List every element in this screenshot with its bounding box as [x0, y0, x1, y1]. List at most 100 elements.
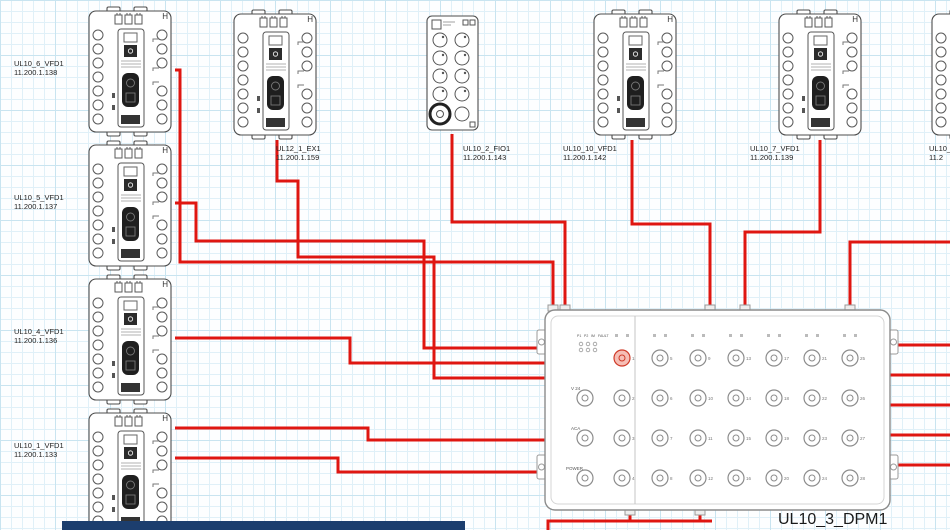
dpm-side-label: V 24 — [571, 386, 581, 391]
device-module-ul10_4_vfd1[interactable]: H — [85, 273, 175, 406]
device-module-ul10_10_vfd1[interactable]: H — [590, 8, 680, 141]
dpm-port-8[interactable]: 8 — [651, 469, 673, 487]
dpm-port-16[interactable]: 16 — [727, 469, 752, 487]
device-name: UL10_ — [929, 144, 950, 153]
dpm-port-23[interactable]: 23 — [803, 429, 828, 447]
svg-text:20: 20 — [784, 476, 790, 481]
dpm-port-5[interactable]: 5 — [651, 349, 673, 367]
svg-text:13: 13 — [746, 356, 752, 361]
module-h-label: H — [667, 15, 673, 24]
dpm-port-13[interactable]: 13 — [727, 349, 752, 367]
svg-text:21: 21 — [822, 356, 828, 361]
svg-text:3: 3 — [632, 436, 635, 441]
dpm-side-label: POWER — [566, 466, 584, 471]
dpm-port[interactable] — [576, 389, 594, 407]
dpm-port-15[interactable]: 15 — [727, 429, 752, 447]
device-name: UL12_1_EX1 — [276, 144, 321, 153]
dpm-port-4[interactable]: 4 — [613, 469, 635, 487]
cable-1[interactable] — [175, 201, 546, 350]
device-label-ul10_2_fio1: UL10_2_FIO1 11.200.1.143 — [463, 144, 510, 162]
module-art — [928, 8, 950, 141]
dpm-port-27[interactable]: 27 — [841, 429, 866, 447]
module-art — [775, 8, 865, 141]
dpm-port-10[interactable]: 10 — [689, 389, 714, 407]
svg-text:7: 7 — [670, 436, 673, 441]
device-ip: 11.200.1.143 — [463, 153, 507, 162]
device-ip: 11.200.1.138 — [14, 68, 58, 77]
svg-text:6: 6 — [670, 396, 673, 401]
device-name: UL10_4_VFD1 — [14, 327, 64, 336]
dpm-port[interactable] — [576, 429, 594, 447]
module-h-label: H — [162, 12, 168, 21]
device-name: UL10_10_VFD1 — [563, 144, 617, 153]
cable-9[interactable] — [848, 240, 950, 311]
dpm-port-11[interactable]: 11 — [689, 429, 713, 447]
device-module-ul10_5_vfd1[interactable]: H — [85, 139, 175, 272]
dpm-led-label: IM — [591, 334, 595, 338]
dpm-port-21[interactable]: 21 — [803, 349, 828, 367]
svg-text:12: 12 — [708, 476, 714, 481]
svg-text:15: 15 — [746, 436, 752, 441]
device-label-ul12_1_ex1: UL12_1_EX1 11.200.1.159 — [276, 144, 321, 162]
dpm-port-12[interactable]: 12 — [689, 469, 714, 487]
dpm-port-6[interactable]: 6 — [651, 389, 673, 407]
cable-17[interactable] — [546, 519, 712, 530]
dpm-led-label: P2 — [584, 334, 588, 338]
device-module-ul10-right[interactable] — [928, 8, 950, 141]
dpm-port-3[interactable]: 3 — [613, 429, 635, 447]
dpm-port-14[interactable]: 14 — [727, 389, 752, 407]
dpm-port-18[interactable]: 18 — [765, 389, 790, 407]
dpm-port-2[interactable]: 2 — [613, 389, 635, 407]
svg-text:24: 24 — [822, 476, 828, 481]
device-label-ul10_5_vfd1: UL10_5_VFD1 11.200.1.137 — [14, 193, 64, 211]
cable-2[interactable] — [175, 336, 546, 365]
cable-8[interactable] — [743, 140, 822, 311]
cable-3[interactable] — [175, 426, 546, 442]
device-ip: 11.2 — [929, 153, 944, 162]
device-name: UL10_1_VFD1 — [14, 441, 64, 450]
svg-text:2: 2 — [632, 396, 635, 401]
dpm-port-17[interactable]: 17 — [765, 349, 790, 367]
dpm-port-22[interactable]: 22 — [803, 389, 828, 407]
cable-4[interactable] — [175, 456, 546, 474]
cable-7[interactable] — [630, 140, 712, 311]
dpm-port-19[interactable]: 19 — [765, 429, 790, 447]
dpm-port-20[interactable]: 20 — [765, 469, 790, 487]
svg-text:11: 11 — [708, 436, 713, 441]
dpm-port-1[interactable]: 1 — [613, 349, 635, 367]
device-module-ul10_7_vfd1[interactable]: H — [775, 8, 865, 141]
module-art — [85, 407, 175, 530]
svg-text:28: 28 — [860, 476, 866, 481]
dpm-port-28[interactable]: 28 — [841, 469, 866, 487]
dpm-port[interactable] — [576, 469, 594, 487]
device-name: UL10_7_VFD1 — [750, 144, 800, 153]
svg-text:26: 26 — [860, 396, 866, 401]
cable-6[interactable] — [450, 134, 567, 311]
svg-text:23: 23 — [822, 436, 828, 441]
module-h-label: H — [162, 280, 168, 289]
bottom-bar — [62, 521, 465, 530]
dpm-led-label: FAULT — [598, 334, 609, 338]
device-module-ul10_6_vfd1[interactable]: H — [85, 5, 175, 138]
dpm-port-26[interactable]: 26 — [841, 389, 866, 407]
svg-text:19: 19 — [784, 436, 790, 441]
dpm-top-stubs — [547, 304, 856, 516]
dpm-port-7[interactable]: 7 — [651, 429, 673, 447]
dpm-port-9[interactable]: 9 — [689, 349, 711, 367]
device-module-ul10_2_fio1[interactable] — [425, 10, 480, 135]
module-h-label: H — [852, 15, 858, 24]
device-ip: 11.200.1.139 — [750, 153, 794, 162]
dpm-port-24[interactable]: 24 — [803, 469, 828, 487]
cable-5[interactable] — [275, 140, 546, 380]
device-module-ul12_1_ex1[interactable]: H — [230, 8, 320, 141]
svg-text:4: 4 — [632, 476, 635, 481]
dpm-port-25[interactable]: 25 — [841, 349, 866, 367]
svg-text:1: 1 — [632, 356, 635, 361]
dpm-side-label: ACA — [571, 426, 580, 431]
device-label-ul10_7_vfd1: UL10_7_VFD1 11.200.1.139 — [750, 144, 800, 162]
device-module-ul10_1_vfd1[interactable]: H — [85, 407, 175, 530]
cable-0[interactable] — [175, 68, 555, 311]
